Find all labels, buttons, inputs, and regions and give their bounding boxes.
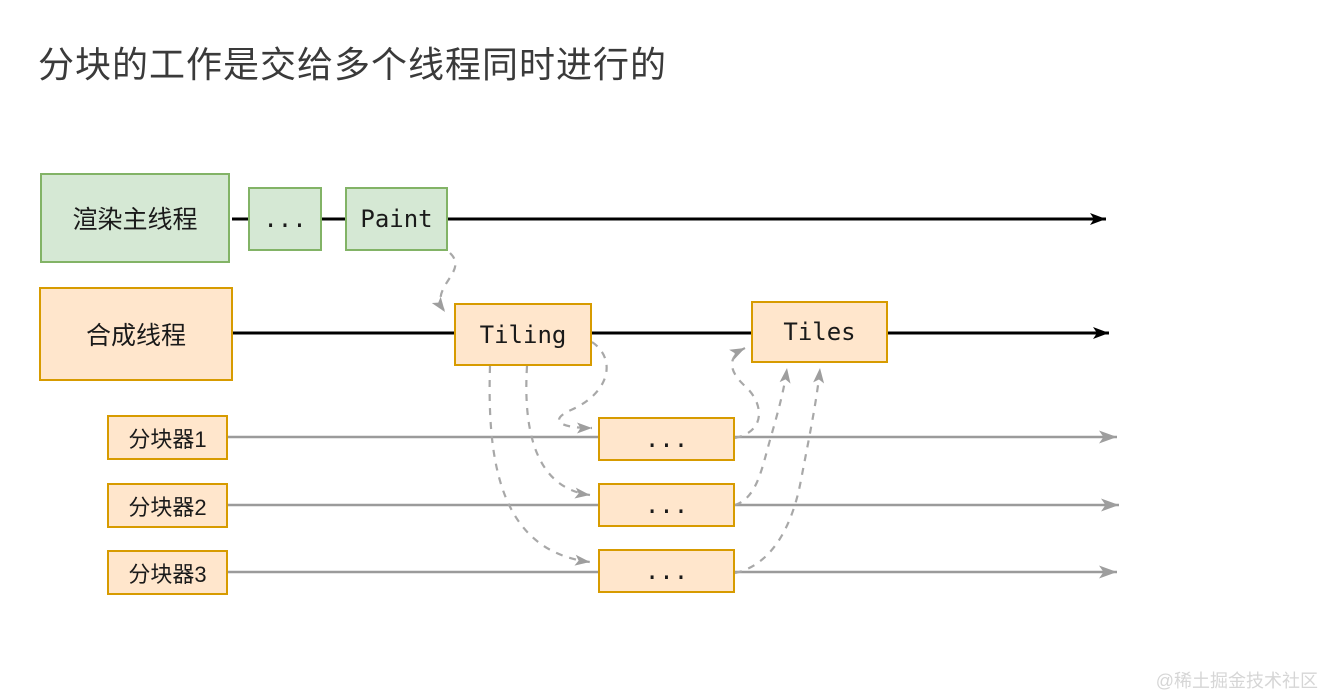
link-tiler1-task-to-tiles	[729, 347, 760, 440]
box-tiles: Tiles	[751, 301, 888, 363]
box-tiler-3-task: ...	[598, 549, 735, 593]
diagram-title: 分块的工作是交给多个线程同时进行的	[38, 44, 668, 85]
link-tiling-to-tiler2-task	[525, 365, 591, 499]
box-tiler-2: 分块器2	[107, 483, 228, 528]
box-tiler-2-task: ...	[598, 483, 735, 527]
link-tiling-to-tiler1-task	[558, 341, 608, 434]
link-tiling-to-tiler3-task	[488, 365, 591, 566]
link-tiler3-task-to-tiles	[734, 367, 825, 575]
box-compositor-thread: 合成线程	[39, 287, 233, 381]
link-paint-to-tiling	[431, 252, 457, 313]
box-tiling: Tiling	[454, 303, 592, 366]
box-render-ellipsis: ...	[248, 187, 322, 251]
box-paint: Paint	[345, 187, 448, 251]
box-tiler-3: 分块器3	[107, 550, 228, 595]
box-tiler-1-task: ...	[598, 417, 735, 461]
link-tiler2-task-to-tiles	[734, 367, 791, 507]
watermark: @稀土掘金技术社区	[1155, 671, 1318, 691]
box-render-main-thread: 渲染主线程	[40, 173, 230, 263]
box-tiler-1: 分块器1	[107, 415, 228, 460]
